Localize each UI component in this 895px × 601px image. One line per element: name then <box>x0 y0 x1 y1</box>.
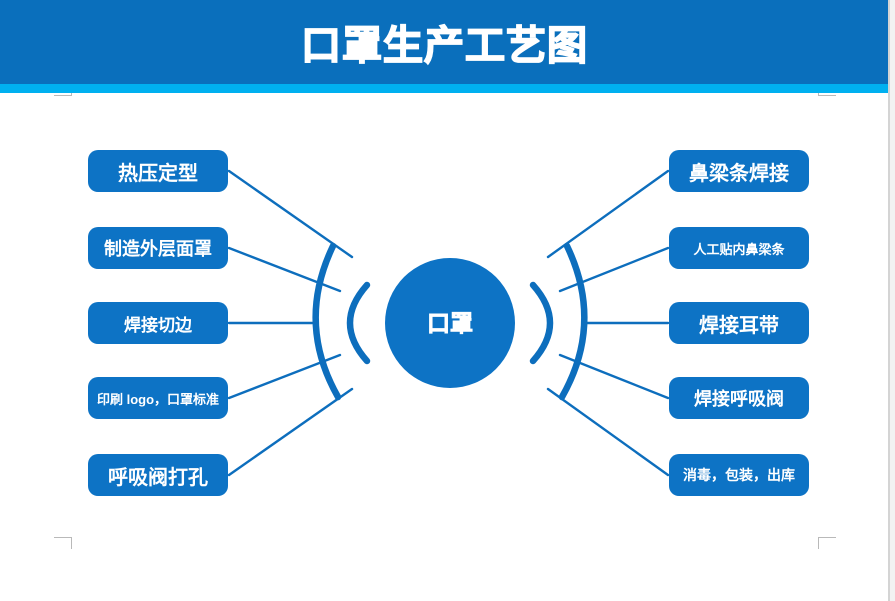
page-edge-strip <box>888 0 895 601</box>
margin-mark-bottom-right <box>818 537 836 549</box>
connector-line-right-5 <box>546 387 670 477</box>
title-banner: 口罩生产工艺图 <box>0 0 889 84</box>
process-step-right-1: 鼻梁条焊接 <box>669 150 809 192</box>
connector-line-right-1 <box>546 169 670 259</box>
center-node-label: 口罩 <box>427 310 474 337</box>
process-step-left-2: 制造外层面罩 <box>88 227 228 269</box>
process-step-left-5: 呼吸阀打孔 <box>88 454 228 496</box>
center-node-circle <box>385 258 515 388</box>
process-step-right-4: 焊接呼吸阀 <box>669 377 809 419</box>
process-step-right-2: 人工贴内鼻梁条 <box>669 227 809 269</box>
inner-arc-left <box>346 281 371 365</box>
inner-arc-right <box>529 281 554 365</box>
connector-line-left-5 <box>227 387 354 477</box>
margin-mark-bottom-left <box>54 537 72 549</box>
process-step-right-5: 消毒，包装，出库 <box>669 454 809 496</box>
page-title: 口罩生产工艺图 <box>300 23 588 69</box>
process-step-right-3: 焊接耳带 <box>669 302 809 344</box>
banner-accent-strip <box>0 84 889 93</box>
process-step-left-1: 热压定型 <box>88 150 228 192</box>
outer-arc-right <box>558 242 588 401</box>
connector-line-left-1 <box>227 169 354 259</box>
process-step-left-3: 焊接切边 <box>88 302 228 344</box>
process-step-left-4: 印刷 logo，口罩标准 <box>88 377 228 419</box>
outer-arc-left <box>312 242 342 401</box>
